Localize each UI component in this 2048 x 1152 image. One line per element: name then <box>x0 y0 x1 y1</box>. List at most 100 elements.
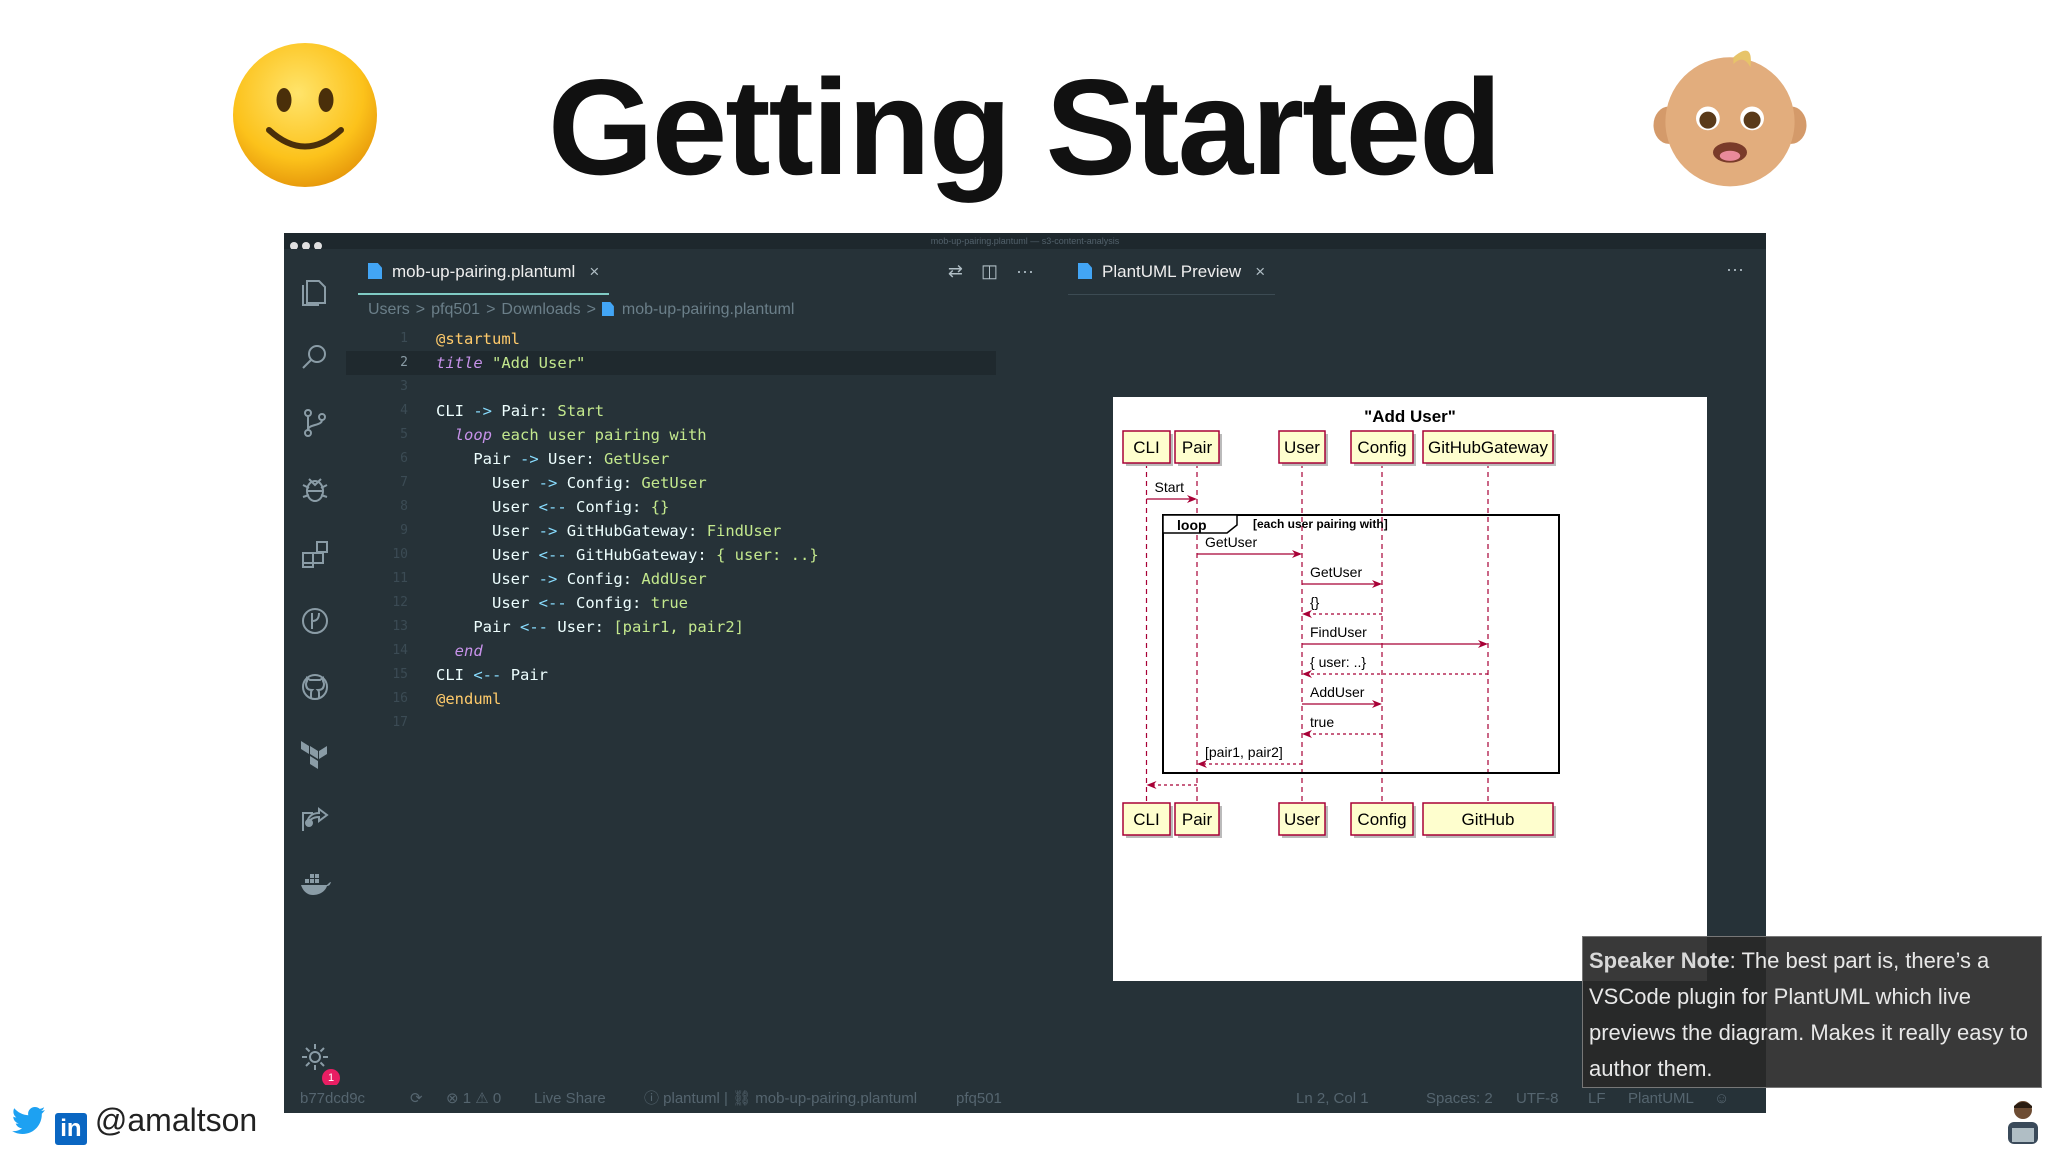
split-editor-icon[interactable]: ◫ <box>981 261 999 281</box>
live-share-status[interactable]: Live Share <box>534 1090 606 1107</box>
file-icon <box>368 263 382 279</box>
line-number: 8 <box>400 499 408 514</box>
arrowhead <box>1187 495 1197 503</box>
participant-bottom-label: GitHub <box>1462 810 1515 829</box>
message-label: GetUser <box>1205 534 1257 550</box>
participant-top-label: CLI <box>1133 438 1159 457</box>
message-label: GetUser <box>1310 564 1362 580</box>
terraform-icon[interactable] <box>297 735 333 771</box>
breadcrumb-item[interactable]: mob-up-pairing.plantuml <box>621 301 795 318</box>
window-controls[interactable] <box>290 237 326 255</box>
code-line[interactable]: 7 User -> Config: GetUser <box>346 471 996 495</box>
search-icon[interactable] <box>297 339 333 375</box>
files-icon[interactable] <box>297 273 333 309</box>
code-line[interactable]: 8 User <-- Config: {} <box>346 495 996 519</box>
feedback-icon[interactable]: ☺ <box>1714 1090 1730 1107</box>
handle-text: @amaltson <box>94 1102 258 1138</box>
github-status[interactable]: pfq501 <box>956 1090 1002 1107</box>
line-number: 5 <box>400 427 408 442</box>
github-icon[interactable] <box>297 669 333 705</box>
linkedin-icon: in <box>54 1113 87 1145</box>
code-line[interactable]: 10 User <-- GitHubGateway: { user: ..} <box>346 543 996 567</box>
title-bar: mob-up-pairing.plantuml — s3-content-ana… <box>284 233 1766 250</box>
breadcrumb: Users>pfq501>Downloads>mob-up-pairing.pl… <box>368 301 795 318</box>
code-line[interactable]: 16@enduml <box>346 687 996 711</box>
editor-actions: ⇄ ◫ ··· <box>930 261 1034 282</box>
live-share-icon[interactable] <box>297 801 333 837</box>
participant-top-label: GitHubGateway <box>1428 438 1548 457</box>
extensions-icon[interactable] <box>297 537 333 573</box>
breadcrumb-item[interactable]: Users <box>368 301 410 318</box>
breadcrumb-item[interactable]: pfq501 <box>431 301 481 318</box>
indentation[interactable]: Spaces: 2 <box>1426 1090 1493 1107</box>
close-tab-icon[interactable]: × <box>1255 262 1266 281</box>
sync-icon[interactable]: ⟳ <box>410 1090 423 1107</box>
message-label: {} <box>1310 594 1320 610</box>
arrowhead <box>1292 550 1302 558</box>
plantuml-status[interactable]: ⓘ plantuml | ⛓ mob-up-pairing.plantuml <box>644 1090 918 1107</box>
vscode-window: mob-up-pairing.plantuml — s3-content-ana… <box>284 233 1766 1113</box>
language-mode[interactable]: PlantUML <box>1628 1090 1694 1107</box>
cursor-position[interactable]: Ln 2, Col 1 <box>1296 1090 1369 1107</box>
editor-tab-bar: mob-up-pairing.plantuml× ⇄ ◫ ··· <box>346 249 1044 295</box>
code-text: Pair -> User: GetUser <box>473 450 670 468</box>
line-number: 13 <box>392 619 408 634</box>
arrowhead <box>1372 700 1382 708</box>
code-line[interactable]: 12 User <-- Config: true <box>346 591 996 615</box>
gitlens-icon[interactable] <box>297 603 333 639</box>
eol[interactable]: LF <box>1588 1090 1606 1107</box>
code-text: User -> Config: AddUser <box>492 570 707 588</box>
code-text: User <-- GitHubGateway: { user: ..} <box>492 546 819 564</box>
speaker-note-text: : The best part is, there’s a VSCode plu… <box>1589 948 2028 1081</box>
code-line[interactable]: 17 <box>346 711 996 735</box>
code-line[interactable]: 5 loop each user pairing with <box>346 423 996 447</box>
code-text: CLI -> Pair: Start <box>436 402 605 420</box>
line-number: 15 <box>392 667 408 682</box>
slide-title: Getting Started <box>547 51 1502 203</box>
participant-top-label: Pair <box>1182 438 1213 457</box>
editor-tab[interactable]: mob-up-pairing.plantuml× <box>358 249 610 295</box>
code-line[interactable]: 11 User -> Config: AddUser <box>346 567 996 591</box>
loop-tab <box>1162 514 1238 534</box>
arrowhead <box>1372 580 1382 588</box>
code-line[interactable]: 1@startuml <box>346 327 996 351</box>
participant-top-box <box>1174 430 1220 464</box>
code-line[interactable]: 13 Pair <-- User: [pair1, pair2] <box>346 615 996 639</box>
twitter-icon <box>12 1107 45 1134</box>
preview-tab-label: PlantUML Preview <box>1102 262 1242 281</box>
code-text: User -> Config: GetUser <box>492 474 707 492</box>
more-actions-icon[interactable]: ··· <box>1016 261 1034 281</box>
settings-gear-icon[interactable] <box>297 1039 333 1075</box>
window-title: mob-up-pairing.plantuml — s3-content-ana… <box>930 236 1120 246</box>
preview-tab[interactable]: PlantUML Preview × <box>1068 249 1276 295</box>
code-line[interactable]: 9 User -> GitHubGateway: FindUser <box>346 519 996 543</box>
docker-icon[interactable] <box>297 867 333 903</box>
source-control-icon[interactable] <box>297 405 333 441</box>
git-branch[interactable]: b77dcd9c <box>300 1090 366 1107</box>
open-changes-icon[interactable]: ⇄ <box>947 261 963 281</box>
encoding[interactable]: UTF-8 <box>1516 1090 1559 1107</box>
arrowhead <box>1146 781 1157 789</box>
participant-bottom-box <box>1422 802 1554 836</box>
file-icon <box>1078 263 1092 279</box>
breadcrumb-item[interactable]: Downloads <box>501 301 581 318</box>
code-line[interactable]: 14 end <box>346 639 996 663</box>
problems-indicator[interactable]: ⊗ 1 ⚠ 0 <box>446 1090 502 1107</box>
message-label: FindUser <box>1310 624 1367 640</box>
settings-badge: 1 <box>322 1069 340 1087</box>
code-line[interactable]: 3 <box>346 375 996 399</box>
code-line[interactable]: 6 Pair -> User: GetUser <box>346 447 996 471</box>
arrowhead <box>1302 610 1312 618</box>
line-number: 7 <box>400 475 408 490</box>
line-number: 3 <box>400 379 408 394</box>
debug-icon[interactable] <box>297 471 333 507</box>
participant-top-box <box>1278 430 1326 464</box>
close-tab-icon[interactable]: × <box>589 262 600 281</box>
more-actions-icon[interactable]: ··· <box>1726 259 1744 279</box>
